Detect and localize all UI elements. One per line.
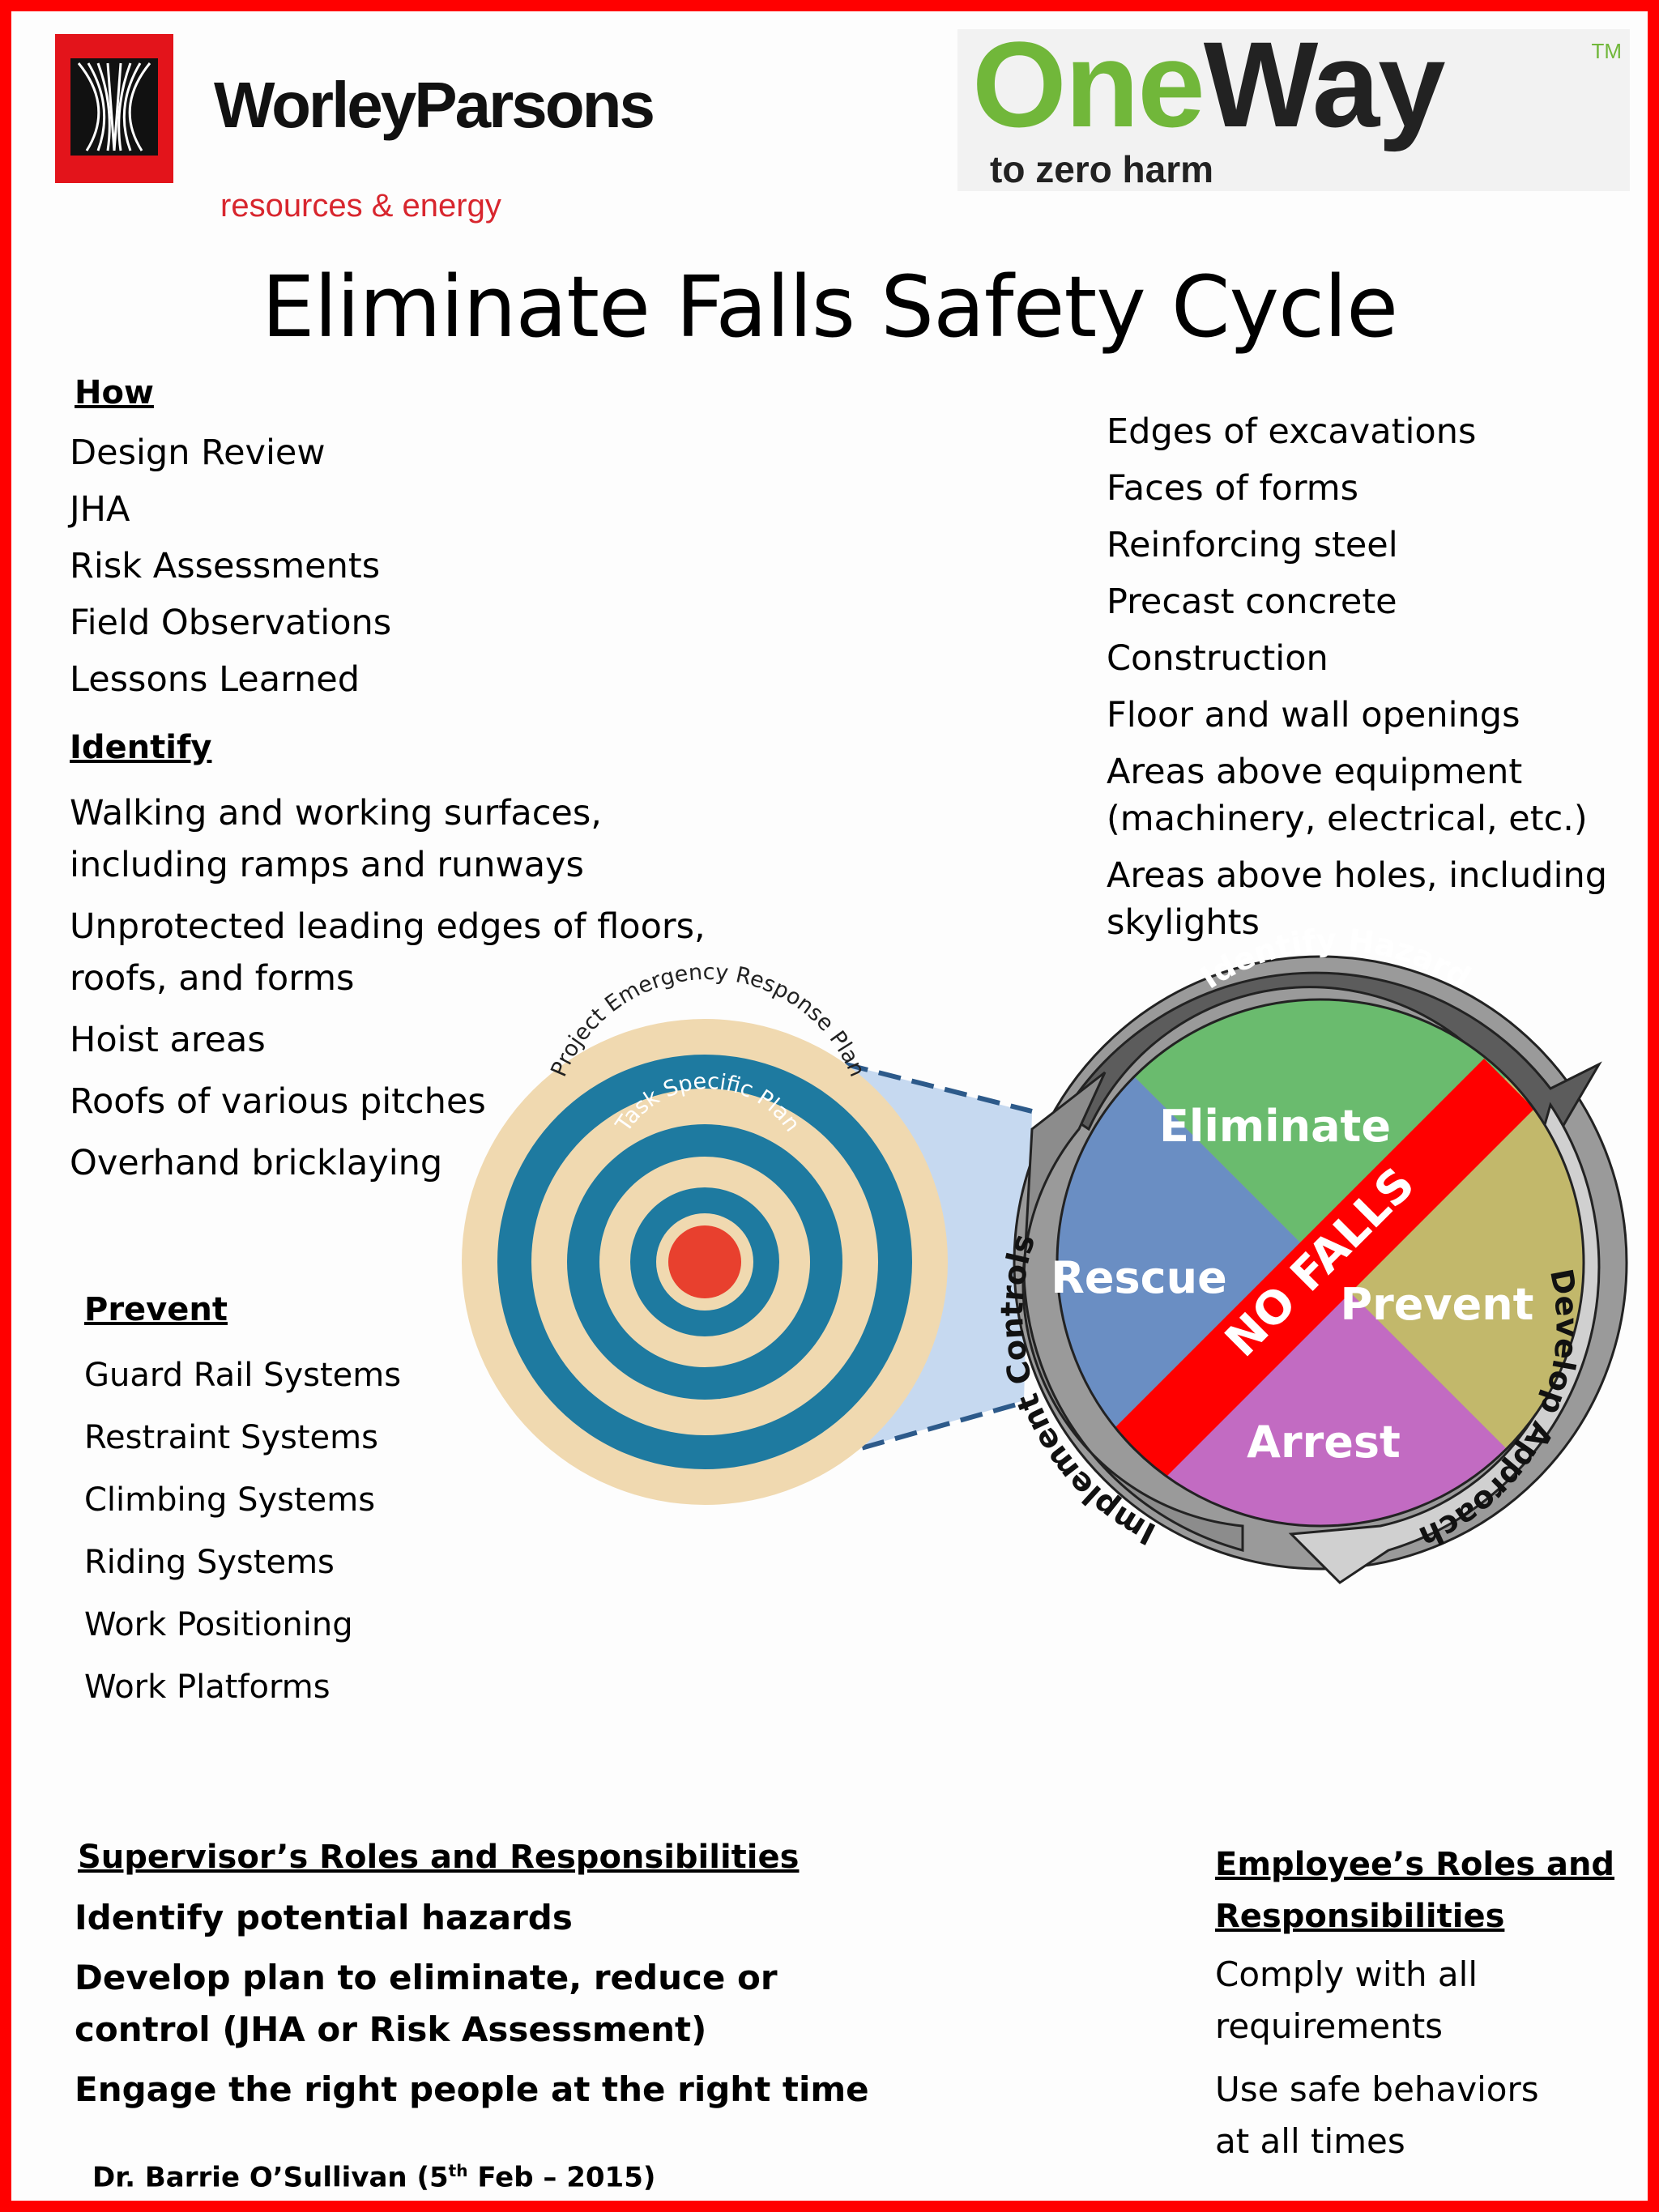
list-item: Identify potential hazards bbox=[75, 1898, 573, 1937]
page-title: Eliminate Falls Safety Cycle bbox=[261, 258, 1398, 356]
list-item: Engage the right people at the right tim… bbox=[75, 2069, 869, 2109]
prevent-heading: Prevent bbox=[84, 1291, 228, 1328]
list-item: Edges of excavations bbox=[1107, 411, 1477, 452]
trademark-mark: TM bbox=[1591, 39, 1622, 63]
oneway-logo: OneWay to zero harm TM bbox=[957, 16, 1630, 191]
poster: WorleyParsons resources & energy OneWay … bbox=[11, 11, 1648, 2201]
company-tagline: resources & energy bbox=[220, 188, 501, 224]
prevent-label: Prevent bbox=[1341, 1279, 1534, 1330]
employee-heading: Employee’s Roles and Responsibilities bbox=[1215, 1846, 1615, 1935]
logo-emblem bbox=[70, 58, 158, 156]
list-item: Hoist areas bbox=[70, 1020, 266, 1060]
supervisor-heading: Supervisor’s Roles and Responsibilities bbox=[78, 1839, 800, 1876]
author-name: Dr. Barrie O’Sullivan (5 bbox=[92, 2161, 449, 2194]
list-item: Walking and working surfaces, including … bbox=[70, 793, 602, 885]
list-item: Guard Rail Systems bbox=[84, 1357, 402, 1394]
list-item: Work Positioning bbox=[84, 1606, 353, 1643]
oneway-way: Way bbox=[1203, 16, 1446, 152]
list-item: Precast concrete bbox=[1107, 582, 1397, 622]
list-item: Comply with all requirements bbox=[1215, 1954, 1478, 2046]
list-item: Floor and wall openings bbox=[1107, 695, 1520, 735]
supervisor-list: Identify potential hazards Develop plan … bbox=[75, 1892, 869, 2124]
arrest-label: Arrest bbox=[1247, 1417, 1401, 1468]
list-item: Riding Systems bbox=[84, 1544, 335, 1581]
how-heading: How bbox=[75, 374, 154, 411]
quadrant-arrest bbox=[1057, 1263, 1584, 1526]
list-item: Lessons Learned bbox=[70, 659, 360, 700]
list-item: Roofs of various pitches bbox=[70, 1081, 486, 1122]
oneway-one: One bbox=[972, 16, 1205, 152]
list-item: Overhand bricklaying bbox=[70, 1143, 443, 1183]
eliminate-label: Eliminate bbox=[1159, 1101, 1391, 1152]
worleyparsons-logo bbox=[55, 34, 173, 183]
list-item: Reinforcing steel bbox=[1107, 525, 1398, 565]
how-list: Design Review JHA Risk Assessments Field… bbox=[70, 424, 391, 708]
list-item: Faces of forms bbox=[1107, 468, 1359, 509]
date-suffix: th bbox=[448, 2161, 468, 2180]
rescue-label: Rescue bbox=[1051, 1252, 1226, 1303]
quadrant-prevent bbox=[1320, 999, 1584, 1526]
prevent-list: Guard Rail Systems Restraint Systems Cli… bbox=[84, 1345, 401, 1719]
oneway-tagline: to zero harm bbox=[990, 148, 1214, 190]
employee-list: Comply with all requirements Use safe be… bbox=[1215, 1949, 1539, 2179]
credit-date: Feb – 2015) bbox=[467, 2161, 656, 2194]
cycle-quadrants bbox=[1057, 999, 1584, 1526]
list-item: Restraint Systems bbox=[84, 1419, 378, 1456]
list-item: Develop plan to eliminate, reduce or con… bbox=[75, 1958, 778, 2049]
author-credit: Dr. Barrie O’Sullivan (5th Feb – 2015) bbox=[92, 2161, 655, 2193]
list-item: Climbing Systems bbox=[84, 1481, 376, 1519]
list-item: Unprotected leading edges of floors, roo… bbox=[70, 906, 706, 999]
list-item: Construction bbox=[1107, 638, 1328, 679]
company-name: WorleyParsons bbox=[214, 69, 655, 141]
no-falls-band bbox=[1107, 1059, 1534, 1486]
hazard-locations-list: Edges of excavations Faces of forms Rein… bbox=[1107, 408, 1607, 956]
identify-heading: Identify bbox=[70, 729, 212, 766]
list-item: Areas above equipment (machinery, electr… bbox=[1107, 752, 1588, 839]
target-bullseye bbox=[462, 1019, 948, 1505]
safety-cycle-diagram: Project Emergency Response Plan Task Spe… bbox=[462, 922, 1628, 1584]
identify-list: Walking and working surfaces, including … bbox=[70, 787, 706, 1199]
list-item: Use safe behaviors at all times bbox=[1215, 2069, 1539, 2161]
list-item: Areas above holes, including skylights bbox=[1107, 855, 1608, 943]
list-item: Work Platforms bbox=[84, 1669, 331, 1706]
list-item: Field Observations bbox=[70, 603, 392, 643]
list-item: Design Review bbox=[70, 433, 326, 473]
list-item: JHA bbox=[70, 489, 130, 530]
quadrant-rescue bbox=[1057, 999, 1320, 1526]
list-item: Risk Assessments bbox=[70, 546, 381, 586]
quadrant-eliminate bbox=[1057, 999, 1584, 1263]
